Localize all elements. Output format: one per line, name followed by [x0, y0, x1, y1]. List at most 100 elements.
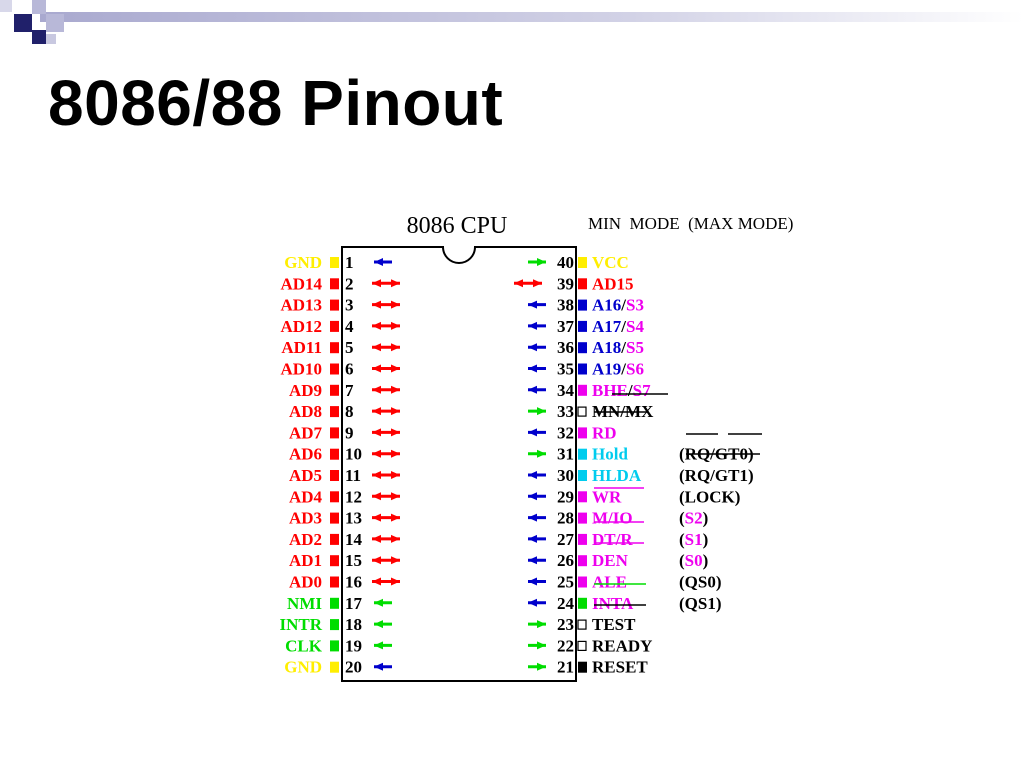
pin-number: 39 [557, 274, 574, 293]
pin-number: 20 [345, 658, 362, 677]
pin-arrow-head [391, 343, 400, 352]
pin-marker [330, 278, 339, 290]
pin-arrow-head [528, 300, 537, 309]
max-mode-label: (LOCK) [679, 487, 740, 506]
pin-name: CLK [285, 636, 323, 655]
pin-marker [330, 342, 339, 354]
pin-number: 38 [557, 296, 574, 315]
pin-name: GND [284, 658, 322, 677]
pin-row: AD9 7 [289, 381, 400, 400]
pin-name-part: Hold [592, 445, 628, 464]
pin-name: AD10 [280, 360, 322, 379]
pin-name: AD14 [280, 274, 322, 293]
pin-arrow-head [374, 641, 383, 650]
pin-arrow-head [537, 449, 546, 458]
pin-arrow-head [391, 385, 400, 394]
pin-number: 10 [345, 445, 362, 464]
pin-arrow-head [533, 279, 542, 288]
pin-arrow-head [528, 321, 537, 330]
pin-number: 22 [557, 636, 574, 655]
pin-name-part: / [620, 360, 626, 379]
pin-name: RD [592, 423, 617, 442]
pin-number: 27 [557, 530, 575, 549]
pin-arrow-head [374, 258, 383, 266]
pin-number: 26 [557, 551, 574, 570]
pin-marker [578, 470, 587, 481]
pin-name-part: RESET [592, 658, 648, 677]
max-mode-label-part: ) [703, 530, 709, 549]
pin-arrow-head [537, 620, 546, 629]
pin-marker [330, 491, 339, 503]
pin-arrow-head [372, 300, 381, 309]
pin-number: 16 [345, 573, 362, 592]
pin-arrow-head [514, 279, 523, 288]
pin-arrow-head [372, 343, 381, 352]
pin-marker [330, 555, 339, 567]
pin-number: 34 [557, 381, 575, 400]
pin-arrow-head [537, 641, 546, 650]
header-band [40, 12, 1024, 22]
pin-number: 31 [557, 445, 574, 464]
pin-arrow-head [372, 279, 381, 288]
pin-name: AD3 [289, 509, 322, 528]
pin-name: AD6 [289, 445, 322, 464]
header-square-light-1 [32, 0, 46, 14]
pin-arrow-head [391, 279, 400, 288]
pin-marker [578, 363, 587, 375]
pin-marker [330, 576, 339, 588]
pin-name: AD13 [280, 296, 322, 315]
pin-number: 15 [345, 551, 362, 570]
pin-name: AD15 [592, 274, 634, 293]
pin-marker [578, 661, 587, 673]
max-mode-label-part: S0 [685, 551, 703, 570]
pin-name-part: / [620, 338, 626, 357]
pin-arrow-head [528, 534, 537, 543]
pin-name: RESET [592, 658, 648, 677]
max-mode-label-part: (LOCK) [679, 487, 740, 506]
pin-number: 11 [345, 466, 361, 485]
pin-name: AD8 [289, 402, 322, 421]
pin-name-part: A17 [592, 317, 622, 336]
max-mode-label: (QS0) [679, 573, 722, 592]
pin-marker [330, 448, 339, 460]
pin-name: Hold [592, 445, 628, 464]
pin-number: 19 [345, 636, 362, 655]
pin-name-part: AD15 [592, 274, 634, 293]
pin-arrow-head [528, 556, 537, 565]
pin-name: AD7 [289, 423, 323, 442]
slide-title: 8086/88 Pinout [48, 67, 504, 139]
pin-number: 7 [345, 381, 354, 400]
pin-arrow-head [528, 577, 537, 586]
pin-name-part: HLDA [592, 466, 642, 485]
max-mode-label-part: S1 [685, 530, 703, 549]
max-mode-label-part: ( [679, 445, 685, 464]
pin-name: AD9 [289, 381, 322, 400]
pin-arrow-head [391, 364, 400, 373]
pin-name-part: ALE [592, 573, 627, 592]
pin-arrow-head [537, 258, 546, 266]
max-mode-label-part: ) [748, 466, 754, 485]
header-square-light-3 [46, 34, 56, 44]
header-square-dark-1 [14, 14, 32, 32]
pin-row: 31 Hold [528, 445, 628, 464]
pin-name-part: A18 [592, 338, 621, 357]
max-mode-label: (RQ/GT1) [679, 466, 754, 485]
pin-name: HLDA [592, 466, 642, 485]
pin-name: AD2 [289, 530, 322, 549]
max-mode-label-part: ( [679, 530, 685, 549]
pin-name-part: A16 [592, 296, 621, 315]
pin-name: M/IO [592, 509, 633, 528]
pin-name-part: READY [592, 636, 652, 655]
pin-marker [330, 619, 339, 631]
